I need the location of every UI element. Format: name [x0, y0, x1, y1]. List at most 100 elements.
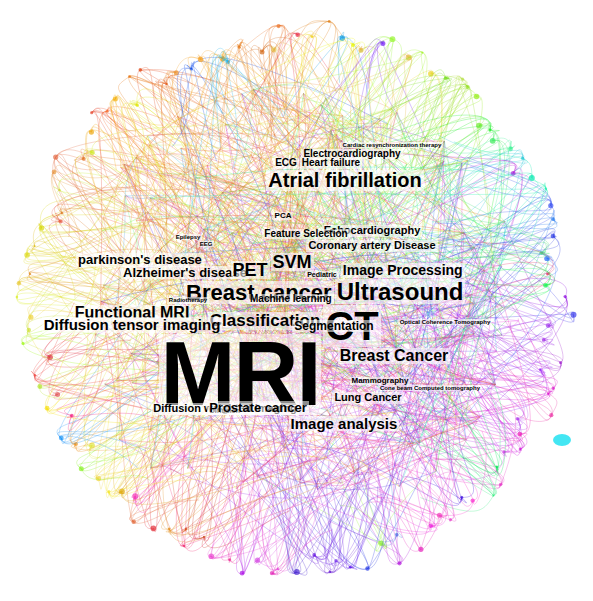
network-edge [436, 219, 547, 253]
network-node [183, 545, 185, 547]
network-node [476, 123, 482, 129]
network-edge [191, 63, 216, 161]
network-edge [469, 423, 501, 489]
network-node [499, 483, 502, 486]
network-edge [464, 324, 562, 368]
network-edge [314, 477, 329, 559]
network-node [17, 281, 21, 285]
network-edge [432, 185, 546, 223]
network-node [198, 57, 203, 62]
network-edge [201, 56, 277, 351]
network-edge [284, 36, 343, 116]
keyword-label: Coronary artery Disease [306, 240, 437, 252]
network-edge [437, 383, 498, 470]
network-edge [468, 158, 552, 206]
network-node [493, 495, 495, 497]
keyword-label: Ultrasound [335, 279, 466, 304]
network-edge [470, 167, 556, 223]
network-edge [321, 38, 392, 135]
network-edge [130, 101, 145, 188]
network-node [37, 384, 42, 389]
network-edge [258, 47, 275, 153]
network-edge [134, 334, 475, 522]
network-edge [203, 39, 242, 109]
network-edge [463, 178, 538, 189]
keyword-label: ECG [273, 158, 299, 169]
network-edge [84, 150, 122, 196]
network-node [545, 188, 548, 191]
network-node [496, 466, 498, 468]
network-edge [115, 98, 153, 217]
network-node [55, 392, 60, 397]
network-edge [115, 97, 153, 217]
keyword-label: Heart failure [300, 158, 362, 169]
network-edge [92, 111, 102, 321]
network-node [542, 338, 546, 342]
network-node [397, 561, 401, 565]
network-edge [35, 303, 74, 381]
network-edge [225, 56, 238, 169]
network-edge [486, 388, 501, 496]
network-node [449, 518, 452, 521]
network-node [516, 417, 520, 421]
network-edge [327, 494, 383, 565]
network-edge [466, 258, 556, 415]
network-edge [335, 458, 369, 566]
network-edge [513, 264, 574, 322]
network-node [53, 155, 58, 160]
keyword-label: Epilepsy [174, 234, 203, 240]
network-node [474, 94, 480, 100]
network-node [39, 225, 44, 230]
network-node [79, 466, 84, 471]
network-edge [329, 56, 410, 132]
network-edge [332, 56, 413, 91]
network-edge [381, 77, 448, 179]
network-node [311, 36, 314, 39]
network-edge [115, 97, 160, 228]
network-node [21, 342, 24, 345]
network-node [107, 490, 110, 493]
network-node [351, 43, 355, 47]
network-edge [153, 439, 234, 531]
keyword-label: SVM [271, 253, 314, 272]
network-node [329, 571, 332, 574]
network-edge [59, 436, 137, 468]
keyword-label: Feature Selection [262, 229, 349, 240]
network-edge [47, 329, 108, 414]
network-edge [417, 163, 516, 224]
network-edge [421, 422, 478, 550]
keyword-label: PCA [273, 212, 294, 220]
keyword-label: Pediatric [305, 271, 339, 278]
network-edge [465, 185, 546, 335]
network-edge [284, 21, 329, 64]
keyword-label: Image Processing [341, 263, 465, 278]
network-node [113, 97, 118, 102]
network-edge [30, 236, 84, 251]
network-node [543, 283, 548, 288]
network-node [168, 528, 170, 530]
network-edge [503, 196, 550, 229]
network-edge [389, 115, 491, 137]
network-node [139, 68, 143, 72]
network-edge [74, 159, 138, 212]
keyword-label: Radiotherapy [167, 297, 209, 303]
network-edge [356, 45, 362, 130]
network-edge [295, 38, 355, 80]
network-node [24, 252, 30, 258]
network-edge [391, 118, 491, 142]
network-edge [97, 415, 466, 478]
network-node [132, 520, 136, 524]
network-edge [272, 510, 317, 574]
network-node [70, 414, 74, 418]
network-node [349, 566, 352, 569]
keyword-label: Diffusion tensor imaging [42, 317, 223, 333]
network-node [228, 558, 231, 561]
network-node [518, 432, 523, 437]
network-node [365, 566, 369, 570]
network-edge [149, 26, 278, 145]
network-node [209, 553, 215, 559]
keyword-label: Lung Cancer [332, 392, 403, 404]
network-edge [350, 497, 373, 567]
network-node [238, 46, 241, 49]
network-node [45, 406, 50, 411]
